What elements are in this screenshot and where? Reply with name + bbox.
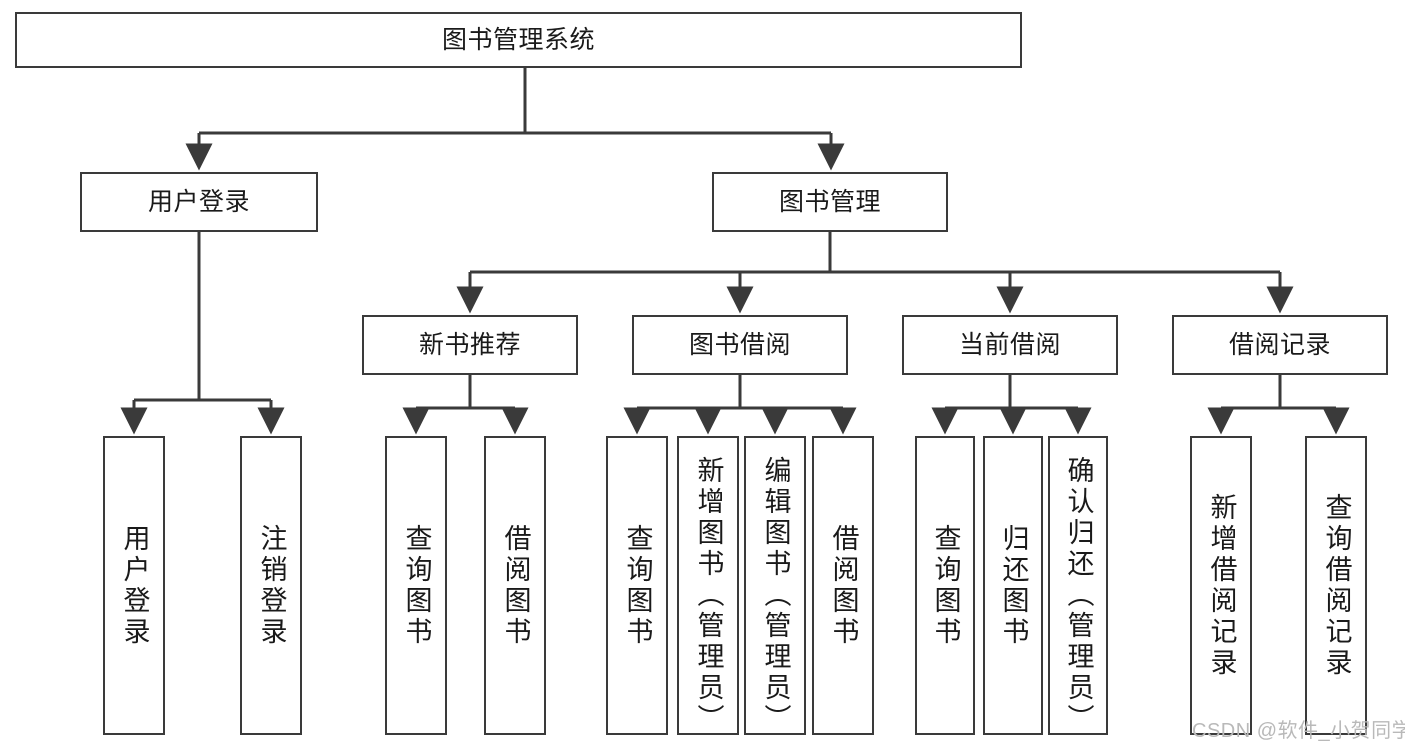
leaf-add-borrow-record[interactable]: 新增借阅记录 bbox=[1190, 436, 1252, 735]
node-borrow-record-label: 借阅记录 bbox=[1228, 331, 1331, 359]
node-user-login-label: 用户登录 bbox=[147, 188, 250, 216]
node-book-management[interactable]: 图书管理 bbox=[712, 172, 948, 232]
leaf-query-book-current[interactable]: 查询图书 bbox=[915, 436, 975, 735]
node-current-borrow-label: 当前借阅 bbox=[958, 331, 1061, 359]
leaf-confirm-return-admin[interactable]: 确认归还（管理员） bbox=[1048, 436, 1108, 735]
leaf-add-book-admin-label: 新增图书（管理员） bbox=[693, 456, 724, 735]
leaf-user-login[interactable]: 用户登录 bbox=[103, 436, 165, 735]
node-root-label: 图书管理系统 bbox=[441, 26, 595, 54]
node-borrow-record[interactable]: 借阅记录 bbox=[1172, 315, 1388, 375]
leaf-query-borrow-record-label: 查询借阅记录 bbox=[1321, 492, 1352, 679]
leaf-borrow-book[interactable]: 借阅图书 bbox=[812, 436, 874, 735]
leaf-logout-label: 注销登录 bbox=[256, 523, 287, 648]
leaf-borrow-book-label: 借阅图书 bbox=[828, 523, 859, 648]
node-user-login[interactable]: 用户登录 bbox=[80, 172, 318, 232]
leaf-edit-book-admin-label: 编辑图书（管理员） bbox=[760, 456, 791, 735]
node-book-management-label: 图书管理 bbox=[778, 188, 881, 216]
leaf-borrow-book-recommend[interactable]: 借阅图书 bbox=[484, 436, 546, 735]
leaf-query-book-recommend-label: 查询图书 bbox=[401, 523, 432, 648]
node-book-borrow-label: 图书借阅 bbox=[688, 331, 791, 359]
leaf-query-book-borrow-label: 查询图书 bbox=[622, 523, 653, 648]
leaf-query-book-current-label: 查询图书 bbox=[930, 523, 961, 648]
leaf-confirm-return-admin-label: 确认归还（管理员） bbox=[1063, 456, 1094, 735]
leaf-query-borrow-record[interactable]: 查询借阅记录 bbox=[1305, 436, 1367, 735]
node-new-book-recommend-label: 新书推荐 bbox=[418, 331, 521, 359]
leaf-logout[interactable]: 注销登录 bbox=[240, 436, 302, 735]
node-book-borrow[interactable]: 图书借阅 bbox=[632, 315, 848, 375]
leaf-add-borrow-record-label: 新增借阅记录 bbox=[1206, 492, 1237, 679]
leaf-add-book-admin[interactable]: 新增图书（管理员） bbox=[677, 436, 739, 735]
leaf-user-login-label: 用户登录 bbox=[119, 523, 150, 648]
leaf-query-book-borrow[interactable]: 查询图书 bbox=[606, 436, 668, 735]
leaf-edit-book-admin[interactable]: 编辑图书（管理员） bbox=[744, 436, 806, 735]
leaf-return-book[interactable]: 归还图书 bbox=[983, 436, 1043, 735]
leaf-return-book-label: 归还图书 bbox=[998, 523, 1029, 648]
node-current-borrow[interactable]: 当前借阅 bbox=[902, 315, 1118, 375]
node-new-book-recommend[interactable]: 新书推荐 bbox=[362, 315, 578, 375]
leaf-query-book-recommend[interactable]: 查询图书 bbox=[385, 436, 447, 735]
watermark: CSDN @软件_小贺同学 bbox=[1192, 720, 1405, 742]
leaf-borrow-book-recommend-label: 借阅图书 bbox=[500, 523, 531, 648]
node-root[interactable]: 图书管理系统 bbox=[15, 12, 1022, 68]
